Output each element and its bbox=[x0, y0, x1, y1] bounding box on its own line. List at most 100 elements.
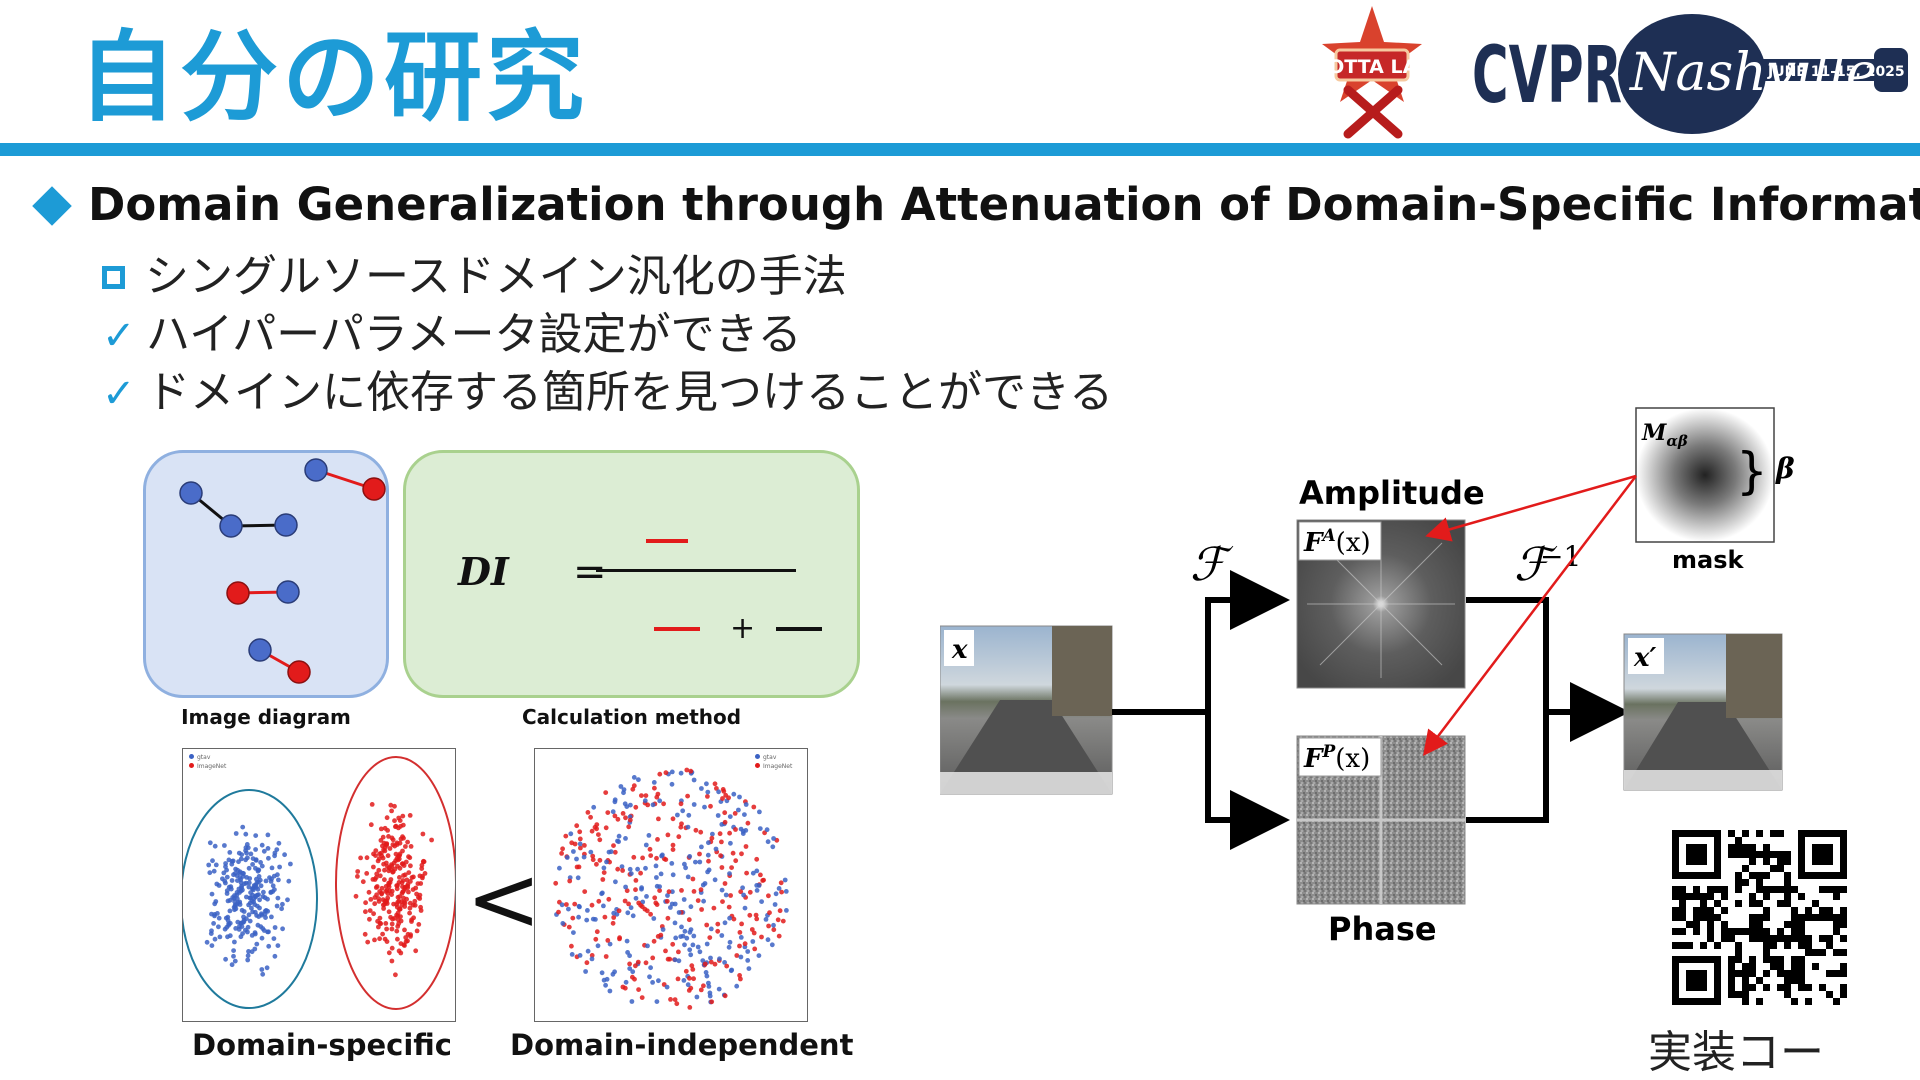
scatter-point bbox=[712, 781, 718, 787]
scatter-point bbox=[783, 889, 789, 894]
scatter-point bbox=[280, 926, 285, 932]
scatter-point bbox=[766, 923, 771, 929]
scatter-point bbox=[617, 935, 622, 941]
scatter-point bbox=[687, 854, 693, 859]
scatter-point bbox=[229, 962, 235, 968]
scatter-point bbox=[630, 913, 636, 919]
scatter-point bbox=[731, 916, 737, 922]
scatter-point bbox=[704, 973, 710, 979]
legend-gtav: gtav bbox=[197, 754, 211, 761]
cvpr-nashville-logo: CVPR Nashville JUNE 11-15, 2025 bbox=[1472, 14, 1908, 134]
scatter-point bbox=[407, 855, 413, 861]
sub-bullet-1: シングルソースドメイン汎化の手法 bbox=[102, 240, 847, 304]
scatter-point bbox=[645, 943, 650, 949]
scatter-point bbox=[727, 814, 733, 819]
scatter-point bbox=[631, 854, 637, 860]
scatter-point bbox=[723, 792, 729, 798]
scatter-point bbox=[257, 897, 262, 903]
scatter-point bbox=[288, 861, 293, 867]
scatter-point bbox=[623, 836, 628, 841]
scatter-point bbox=[400, 889, 406, 895]
sub-bullet-text: ドメインに依存する箇所を見つけることができる bbox=[146, 367, 1114, 418]
scatter-point bbox=[245, 953, 251, 959]
scatter-point bbox=[383, 889, 389, 894]
scatter-point bbox=[590, 853, 596, 859]
scatter-point bbox=[607, 988, 613, 994]
scatter-point bbox=[270, 883, 276, 889]
scatter-point bbox=[397, 906, 403, 912]
scatter-point bbox=[252, 902, 258, 907]
scatter-point bbox=[601, 870, 607, 875]
scatter-point bbox=[224, 891, 230, 896]
scatter-point bbox=[603, 825, 609, 831]
square-bullet-icon bbox=[102, 266, 125, 289]
scatter-point bbox=[698, 887, 704, 893]
phase-symbol: FP(x) bbox=[1303, 742, 1370, 774]
formula-equals: = bbox=[573, 549, 607, 595]
scatter-point bbox=[720, 899, 725, 904]
scatter-point bbox=[716, 789, 721, 795]
scatter-point bbox=[711, 905, 717, 911]
scatter-point bbox=[603, 790, 609, 795]
scatter-point bbox=[690, 876, 696, 882]
scatter-point bbox=[355, 874, 360, 879]
scatter-point bbox=[648, 965, 653, 971]
scatter-point bbox=[246, 949, 251, 954]
scatter-point bbox=[371, 911, 376, 917]
scatter-point bbox=[784, 908, 789, 913]
scatter-point bbox=[780, 918, 786, 924]
scatter-point bbox=[674, 1001, 680, 1007]
scatter-point bbox=[272, 953, 278, 959]
scatter-point bbox=[364, 855, 370, 861]
scatter-point bbox=[627, 966, 633, 971]
scatter-point bbox=[395, 899, 401, 905]
scatter-point bbox=[620, 984, 626, 990]
scatter-point bbox=[253, 858, 259, 863]
scatter-point bbox=[719, 933, 725, 938]
scatter-point bbox=[406, 889, 411, 895]
scatter-point bbox=[286, 878, 292, 884]
scatter-point bbox=[235, 919, 241, 925]
scatter-point bbox=[574, 823, 580, 829]
scatter-point bbox=[227, 850, 233, 855]
scatter-point bbox=[276, 840, 282, 846]
scatter-point bbox=[216, 915, 222, 921]
scatter-point bbox=[745, 820, 751, 826]
pipeline-diagram: x ℱ ℱ −1 Amplitude FA(x) FP(x) Phase Mαβ… bbox=[940, 407, 1795, 948]
output-image bbox=[1623, 633, 1783, 791]
scatter-point bbox=[559, 902, 565, 908]
scatter-point bbox=[669, 769, 675, 775]
scatter-point bbox=[610, 971, 616, 977]
scatter-point bbox=[377, 936, 382, 942]
sub-bullet-2: ✓ハイパーパラメータ設定ができる bbox=[102, 298, 802, 362]
qr-code[interactable] bbox=[1672, 830, 1847, 1005]
scatter-point bbox=[590, 857, 596, 863]
scatter-point bbox=[651, 780, 657, 785]
scatter-point bbox=[566, 924, 572, 930]
scatter-point bbox=[571, 849, 576, 854]
scatter-point bbox=[737, 973, 742, 978]
scatter-point bbox=[258, 860, 263, 865]
scatter-point bbox=[569, 943, 574, 949]
scatter-point bbox=[389, 958, 395, 964]
scatter-point bbox=[753, 912, 759, 918]
scatter-point bbox=[246, 912, 252, 918]
scatter-point bbox=[234, 892, 240, 898]
scatter-point bbox=[577, 841, 583, 847]
scatter-point bbox=[713, 846, 719, 852]
scatter-point bbox=[575, 875, 581, 881]
scatter-point bbox=[758, 872, 763, 878]
scatter-point bbox=[571, 930, 576, 935]
scatter-point bbox=[715, 921, 721, 927]
scatter-point bbox=[746, 966, 752, 971]
scatter-point bbox=[644, 894, 649, 899]
scatter-point bbox=[265, 896, 270, 902]
scatter-point bbox=[559, 851, 564, 856]
scatter-point bbox=[611, 910, 617, 916]
scatter-point bbox=[666, 889, 672, 895]
scatter-point bbox=[610, 920, 616, 926]
scatter-point bbox=[691, 976, 696, 982]
scatter-point bbox=[409, 919, 414, 924]
scatter-point bbox=[578, 845, 583, 851]
scatter-point bbox=[420, 875, 425, 881]
